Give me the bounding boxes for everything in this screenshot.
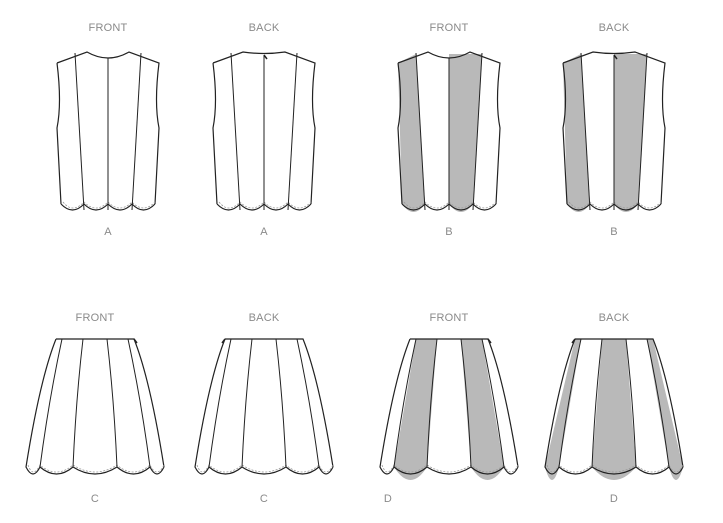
- shaded-panel: [647, 339, 683, 480]
- garment-outline: [544, 338, 684, 475]
- view-label-front: FRONT: [429, 312, 469, 324]
- seam-line: [287, 52, 298, 211]
- seam-line: [208, 338, 232, 468]
- view-letter: A: [260, 226, 268, 238]
- seam-line: [591, 338, 603, 468]
- view-label-back: BACK: [248, 312, 280, 324]
- garment-outline: [194, 338, 334, 475]
- seam-line: [230, 52, 241, 211]
- view-letter: C: [90, 493, 100, 505]
- seam-line: [472, 52, 483, 211]
- seam-line: [426, 338, 438, 468]
- view-label-back: BACK: [248, 22, 280, 34]
- view-label-front: FRONT: [88, 22, 128, 34]
- hem-stitching: [27, 464, 165, 473]
- zipper-pull-icon: [571, 338, 576, 344]
- view-label-front: FRONT: [75, 312, 115, 324]
- shaded-panel: [394, 339, 437, 480]
- seam-line: [39, 338, 63, 468]
- shaded-panel: [545, 339, 581, 480]
- seam-line: [580, 52, 591, 211]
- zipper-pull-icon: [133, 338, 138, 344]
- seam-line: [393, 338, 417, 468]
- hem-stitching: [218, 201, 312, 209]
- seam-line: [72, 338, 84, 468]
- hem-stitching: [62, 201, 156, 209]
- seam-line: [296, 338, 320, 468]
- view-letter: B: [610, 226, 618, 238]
- hem-stitching: [381, 464, 519, 473]
- seam-line: [625, 338, 637, 468]
- view-letter: C: [259, 493, 269, 505]
- zipper-pull-icon: [487, 338, 492, 344]
- seam-line: [127, 338, 151, 468]
- view-label-front: FRONT: [429, 22, 469, 34]
- shaded-panel: [614, 54, 647, 212]
- seam-line: [415, 52, 426, 211]
- seam-line: [637, 52, 648, 211]
- view-letter: A: [104, 226, 112, 238]
- garment-outline: [379, 338, 519, 475]
- view-label-back: BACK: [598, 22, 630, 34]
- garment-outline: [25, 338, 165, 475]
- zipper-pull-icon: [221, 338, 226, 344]
- hem-stitching: [403, 201, 497, 209]
- zipper-pull-icon: [613, 54, 618, 60]
- seam-line: [106, 338, 118, 468]
- shaded-panel: [461, 339, 504, 480]
- view-letter: D: [609, 493, 619, 505]
- seam-line: [460, 338, 472, 468]
- view-label-back: BACK: [598, 312, 630, 324]
- hem-stitching: [568, 201, 662, 209]
- seam-line: [481, 338, 505, 468]
- seam-line: [275, 338, 287, 468]
- seam-line: [241, 338, 253, 468]
- hem-stitching: [546, 464, 684, 473]
- seam-line: [646, 338, 670, 468]
- seam-line: [558, 338, 582, 468]
- view-letter: D: [383, 493, 393, 505]
- hem-stitching: [196, 464, 334, 473]
- zipper-pull-icon: [263, 54, 268, 60]
- shaded-panel: [592, 339, 636, 480]
- shaded-panel: [449, 54, 482, 212]
- seam-line: [131, 52, 142, 211]
- seam-line: [74, 52, 85, 211]
- view-letter: B: [445, 226, 453, 238]
